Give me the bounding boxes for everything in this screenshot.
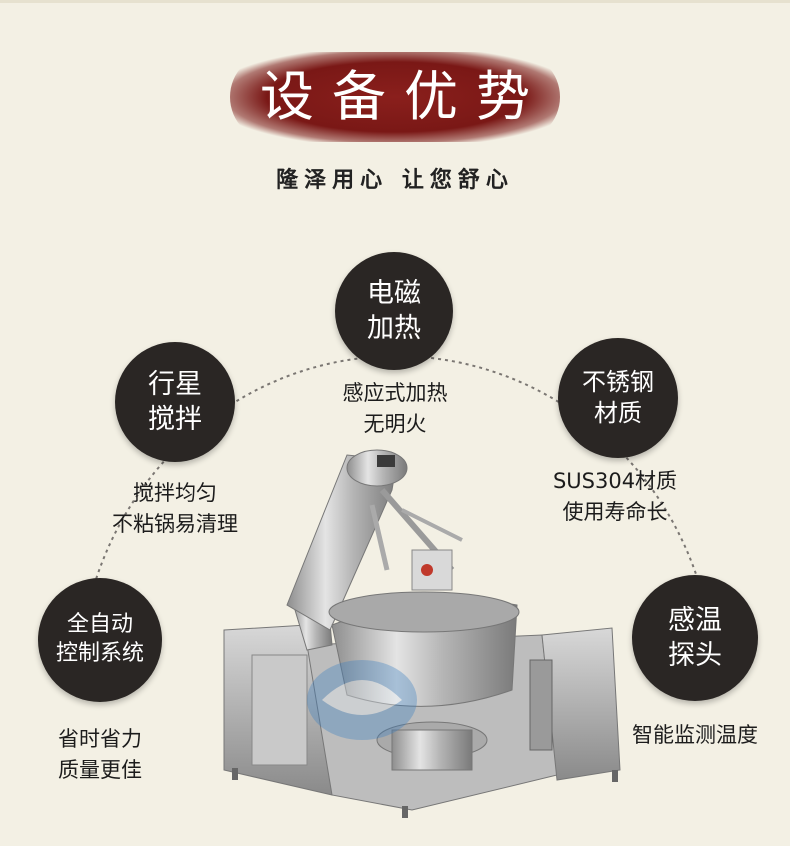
feature-label: 控制系统 xyxy=(55,641,144,666)
feature-desc-induction: 感应式加热 无明火 xyxy=(300,378,490,440)
desc-line: 不粘锅易清理 xyxy=(112,512,238,536)
desc-line: 无明火 xyxy=(363,412,427,436)
feature-desc-temperature: 智能监测温度 xyxy=(600,720,790,751)
feature-circle-stainless: 不锈钢 材质 xyxy=(558,338,678,458)
feature-label: 不锈钢 xyxy=(582,367,654,396)
feature-label: 感温 xyxy=(668,604,722,636)
feature-circle-planetary: 行星 搅拌 xyxy=(115,342,235,462)
feature-label: 电磁 xyxy=(367,277,421,309)
cooking-mixer-machine-image xyxy=(223,449,621,818)
feature-label: 搅拌 xyxy=(148,404,202,435)
feature-desc-planetary: 搅拌均匀 不粘锅易清理 xyxy=(70,478,280,540)
feature-circle-automatic: 全自动 控制系统 xyxy=(38,578,162,702)
top-border xyxy=(0,0,790,3)
desc-line: 使用寿命长 xyxy=(562,500,668,524)
desc-line: 省时省力 xyxy=(58,727,142,751)
page-title: 设备优势 xyxy=(260,65,548,128)
feature-label: 行星 xyxy=(148,368,202,400)
title-banner: 设备优势 xyxy=(230,52,560,142)
page-subtitle: 隆泽用心 让您舒心 xyxy=(276,168,514,193)
feature-circle-induction: 电磁 加热 xyxy=(335,252,453,370)
desc-line: 智能监测温度 xyxy=(632,723,758,747)
desc-line: 质量更佳 xyxy=(58,758,142,782)
feature-label: 加热 xyxy=(367,313,421,344)
desc-line: SUS304材质 xyxy=(552,469,678,493)
feature-label: 探头 xyxy=(668,640,722,671)
feature-label: 材质 xyxy=(594,399,642,427)
feature-circle-temperature: 感温 探头 xyxy=(632,575,758,701)
desc-line: 感应式加热 xyxy=(342,381,448,405)
feature-desc-stainless: SUS304材质 使用寿命长 xyxy=(510,466,720,528)
desc-line: 搅拌均匀 xyxy=(133,481,217,505)
brand-watermark xyxy=(307,660,417,740)
feature-label: 全自动 xyxy=(66,612,133,638)
feature-desc-automatic: 省时省力 质量更佳 xyxy=(10,724,190,786)
ink-brush-background xyxy=(230,52,560,142)
